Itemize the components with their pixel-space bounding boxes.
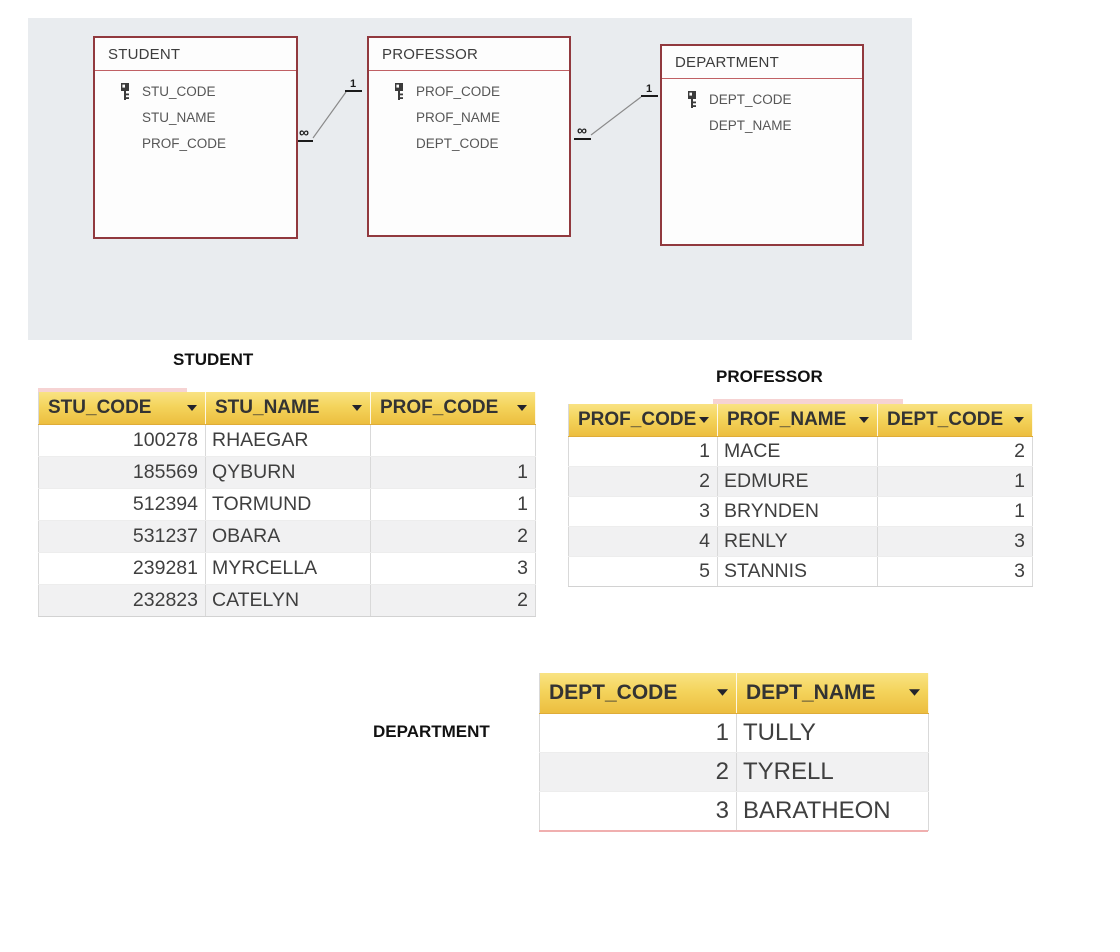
paste-artifact-strip — [38, 388, 187, 392]
filter-dropdown-icon[interactable] — [187, 404, 197, 411]
field-label: PROF_CODE — [142, 135, 227, 151]
field-label: DEPT_CODE — [709, 91, 792, 107]
column-header-stu-name[interactable]: STU_NAME — [205, 392, 371, 425]
entity-field: DEPT_NAME — [687, 112, 862, 138]
entity-field: PROF_CODE — [120, 130, 296, 156]
primary-key-icon — [687, 90, 700, 108]
professor-table-title: PROFESSOR — [716, 367, 823, 386]
filter-dropdown-icon[interactable] — [352, 404, 362, 411]
entity-title: PROFESSOR — [382, 46, 478, 63]
column-header-prof-code[interactable]: PROF_CODE — [568, 404, 718, 437]
primary-key-icon — [120, 82, 133, 100]
entity-student[interactable]: STUDENT STU_CODE STU_NAME PROF_CODE — [93, 36, 298, 239]
field-label: STU_NAME — [142, 109, 216, 125]
field-label: STU_CODE — [142, 83, 216, 99]
paste-artifact-strip — [713, 399, 903, 404]
paste-artifact-line — [539, 830, 928, 832]
column-header-dept-code[interactable]: DEPT_CODE — [539, 673, 737, 714]
entity-professor[interactable]: PROFESSOR PROF_CODE PROF_NAME DEPT_CODE — [367, 36, 571, 237]
entity-field: STU_NAME — [120, 104, 296, 130]
entity-field: PROF_NAME — [394, 104, 569, 130]
entity-title: DEPARTMENT — [675, 54, 779, 71]
filter-dropdown-icon[interactable] — [699, 416, 709, 423]
column-header-dept-code[interactable]: DEPT_CODE — [877, 404, 1033, 437]
field-label: DEPT_NAME — [709, 117, 792, 133]
column-header-stu-code[interactable]: STU_CODE — [38, 392, 206, 425]
field-label: PROF_NAME — [416, 109, 501, 125]
entity-field: DEPT_CODE — [687, 86, 862, 112]
entity-title-rule — [369, 70, 569, 71]
entity-department[interactable]: DEPARTMENT DEPT_CODE DEPT_NAME — [660, 44, 864, 246]
field-label: PROF_CODE — [416, 83, 501, 99]
entity-field: PROF_CODE — [394, 78, 569, 104]
entity-field: STU_CODE — [120, 78, 296, 104]
department-table-title: DEPARTMENT — [373, 722, 490, 741]
entity-title-rule — [95, 70, 296, 71]
entity-field: DEPT_CODE — [394, 130, 569, 156]
filter-dropdown-icon[interactable] — [909, 689, 920, 697]
primary-key-icon — [394, 82, 407, 100]
column-header-dept-name[interactable]: DEPT_NAME — [736, 673, 929, 714]
filter-dropdown-icon[interactable] — [859, 416, 869, 423]
student-table-title: STUDENT — [173, 350, 254, 369]
column-header-prof-name[interactable]: PROF_NAME — [717, 404, 878, 437]
filter-dropdown-icon[interactable] — [1014, 416, 1024, 423]
column-header-prof-code[interactable]: PROF_CODE — [370, 392, 536, 425]
entity-title: STUDENT — [108, 46, 181, 63]
field-label: DEPT_CODE — [416, 135, 499, 151]
entity-title-rule — [662, 78, 862, 79]
filter-dropdown-icon[interactable] — [517, 404, 527, 411]
filter-dropdown-icon[interactable] — [717, 689, 728, 697]
